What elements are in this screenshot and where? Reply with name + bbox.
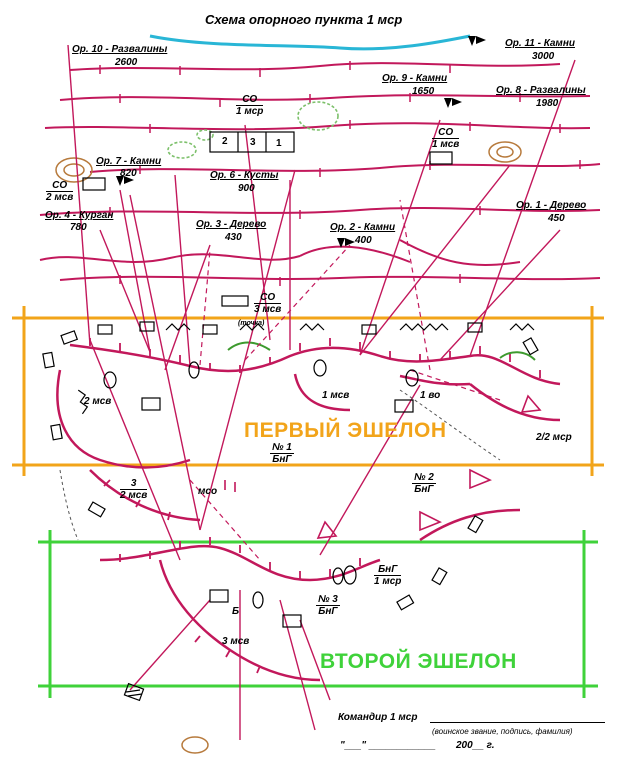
river	[149, 34, 471, 51]
co-1mse-bottom: 1 мсв	[432, 139, 460, 150]
co-2mse-bottom: 2 мсв	[46, 192, 74, 203]
second-echelon-frame	[38, 530, 598, 698]
landmark-markers	[116, 36, 486, 248]
co-2mse-label: СО 2 мсв	[46, 180, 74, 203]
landmark-11-name: Ор. 11 - Камни	[505, 38, 575, 49]
landmark-3-dist: 430	[225, 232, 242, 243]
landmark-10-dist: 2600	[115, 57, 138, 68]
co-1msr-top: СО	[236, 94, 264, 106]
date-label: 200__ г.	[456, 740, 495, 751]
landmark-1-name: Ор. 1 - Дерево	[516, 200, 587, 211]
bng1-top: № 1	[270, 442, 294, 454]
obstacle-line	[77, 323, 535, 415]
bng2-label: № 2 БнГ	[412, 472, 436, 495]
co-3mse-label: СО 3 мсв	[254, 292, 282, 315]
green-trenches	[227, 341, 536, 361]
dark-dashed-lines	[59, 389, 501, 541]
bng1-label: № 1 БнГ	[270, 442, 294, 465]
landmark-2-name: Ор. 2 - Камни	[330, 222, 396, 233]
platoon-1mse: 1 мсв	[322, 390, 350, 401]
co-3mse-top: СО	[254, 292, 282, 304]
signature-line	[430, 722, 605, 723]
bng3-label: № 3 БнГ	[316, 594, 340, 617]
vehicle-icons	[42, 321, 539, 611]
bng-1msr-top: БнГ	[374, 564, 402, 576]
co-3mse-bottom: 3 мсв	[254, 304, 282, 315]
bng3-top: № 3	[316, 594, 340, 606]
bng3-bottom: БнГ	[318, 606, 338, 617]
fire-sector-lines	[67, 44, 576, 740]
bng-1msr-label: БнГ 1 мср	[374, 564, 402, 587]
landmark-9-name: Ор. 9 - Камни	[382, 73, 448, 84]
landmark-9-dist: 1650	[412, 86, 435, 97]
first-echelon-frame	[12, 306, 604, 476]
shrubs	[167, 101, 339, 159]
signature-caption: (воинское звание, подпись, фамилия)	[432, 727, 573, 736]
tochka-label: (точка)	[238, 320, 265, 327]
co-1mse-top: СО	[432, 127, 460, 139]
hatched-box	[123, 682, 145, 702]
mso-label: мсо	[198, 486, 218, 497]
map-title: Схема опорного пункта 1 мср	[205, 12, 403, 27]
counterattack-arrows	[224, 394, 542, 539]
landmark-1-dist: 450	[548, 213, 565, 224]
bng1-bottom: БнГ	[272, 454, 292, 465]
b3-2mse-bottom: 2 мсв	[120, 490, 148, 501]
platoon-3mse: 3 мсв	[222, 636, 250, 647]
b-label: Б	[232, 606, 240, 617]
landmark-7-name: Ор. 7 - Камни	[96, 156, 162, 167]
commander-label: Командир 1 мср	[338, 712, 418, 723]
date-prefix: "___" ____________	[340, 740, 436, 751]
bng2-top: № 2	[412, 472, 436, 484]
bng-1msr-bottom: 1 мср	[374, 576, 402, 587]
trench-ticks	[89, 338, 541, 674]
symbols	[82, 131, 453, 628]
b3-2mse-label: 3 2 мсв	[120, 478, 148, 501]
landmark-6-dist: 900	[238, 183, 255, 194]
platoon-2mse: 2 мсв	[84, 396, 112, 407]
landmark-6-name: Ор. 6 - Кусты	[210, 170, 279, 181]
landmark-3-name: Ор. 3 - Дерево	[196, 219, 267, 230]
co-1msr-bottom: 1 мср	[236, 106, 264, 117]
landmark-10-name: Ор. 10 - Развалины	[72, 44, 168, 55]
box-label-3: 3	[250, 137, 256, 148]
second-echelon-label: ВТОРОЙ ЭШЕЛОН	[320, 650, 517, 673]
co-1mse-label: СО 1 мсв	[432, 127, 460, 150]
platoon-1vo: 1 во	[420, 390, 441, 401]
hills	[55, 141, 522, 754]
landmark-7-dist: 820	[120, 168, 137, 179]
landmark-11-dist: 3000	[532, 51, 555, 62]
landmark-2-dist: 400	[355, 235, 372, 246]
trench-lines	[56, 343, 561, 682]
co-1msr-label: СО 1 мср	[236, 94, 264, 117]
landmark-8-dist: 1980	[536, 98, 559, 109]
dashed-sector-lines	[189, 199, 501, 561]
platoon-2-2msr: 2/2 мср	[536, 432, 572, 443]
box-label-2: 2	[222, 136, 228, 147]
b3-2mse-top: 3	[120, 478, 148, 490]
co-2mse-top: СО	[46, 180, 74, 192]
landmark-8-name: Ор. 8 - Развалины	[496, 85, 586, 96]
landmark-4-dist: 780	[70, 222, 87, 233]
first-echelon-label: ПЕРВЫЙ ЭШЕЛОН	[244, 419, 447, 442]
bng2-bottom: БнГ	[414, 484, 434, 495]
landmark-4-name: Ор. 4 - Курган	[45, 210, 114, 221]
box-label-1: 1	[276, 138, 282, 149]
